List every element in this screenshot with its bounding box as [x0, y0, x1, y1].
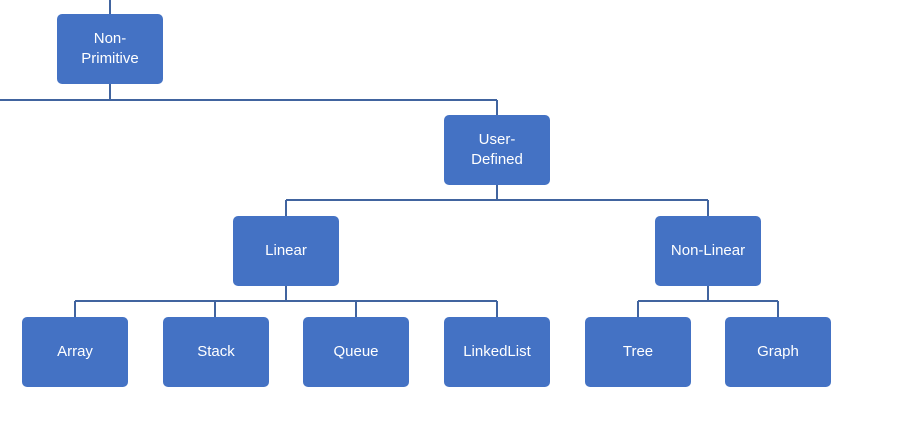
node-linkedlist: LinkedList: [444, 317, 550, 387]
node-array: Array: [22, 317, 128, 387]
node-label-linear: Linear: [265, 242, 307, 259]
node-label-linkedlist: LinkedList: [463, 343, 531, 360]
node-user-defined: User-Defined: [444, 115, 550, 185]
node-stack: Stack: [163, 317, 269, 387]
node-linear: Linear: [233, 216, 339, 286]
node-non-linear: Non-Linear: [655, 216, 761, 286]
node-label-stack: Stack: [197, 343, 235, 360]
node-graph: Graph: [725, 317, 831, 387]
node-label-tree: Tree: [622, 343, 654, 360]
node-label-queue: Queue: [333, 343, 379, 360]
node-non-primitive: Non-Primitive: [57, 14, 163, 84]
node-label-non-linear: Non-Linear: [670, 242, 746, 259]
node-label-array: Array: [57, 343, 93, 360]
node-tree: Tree: [585, 317, 691, 387]
node-label-user-defined: User-Defined: [471, 131, 523, 168]
node-label-non-primitive: Non-Primitive: [81, 30, 139, 67]
node-label-graph: Graph: [757, 343, 799, 360]
node-queue: Queue: [303, 317, 409, 387]
